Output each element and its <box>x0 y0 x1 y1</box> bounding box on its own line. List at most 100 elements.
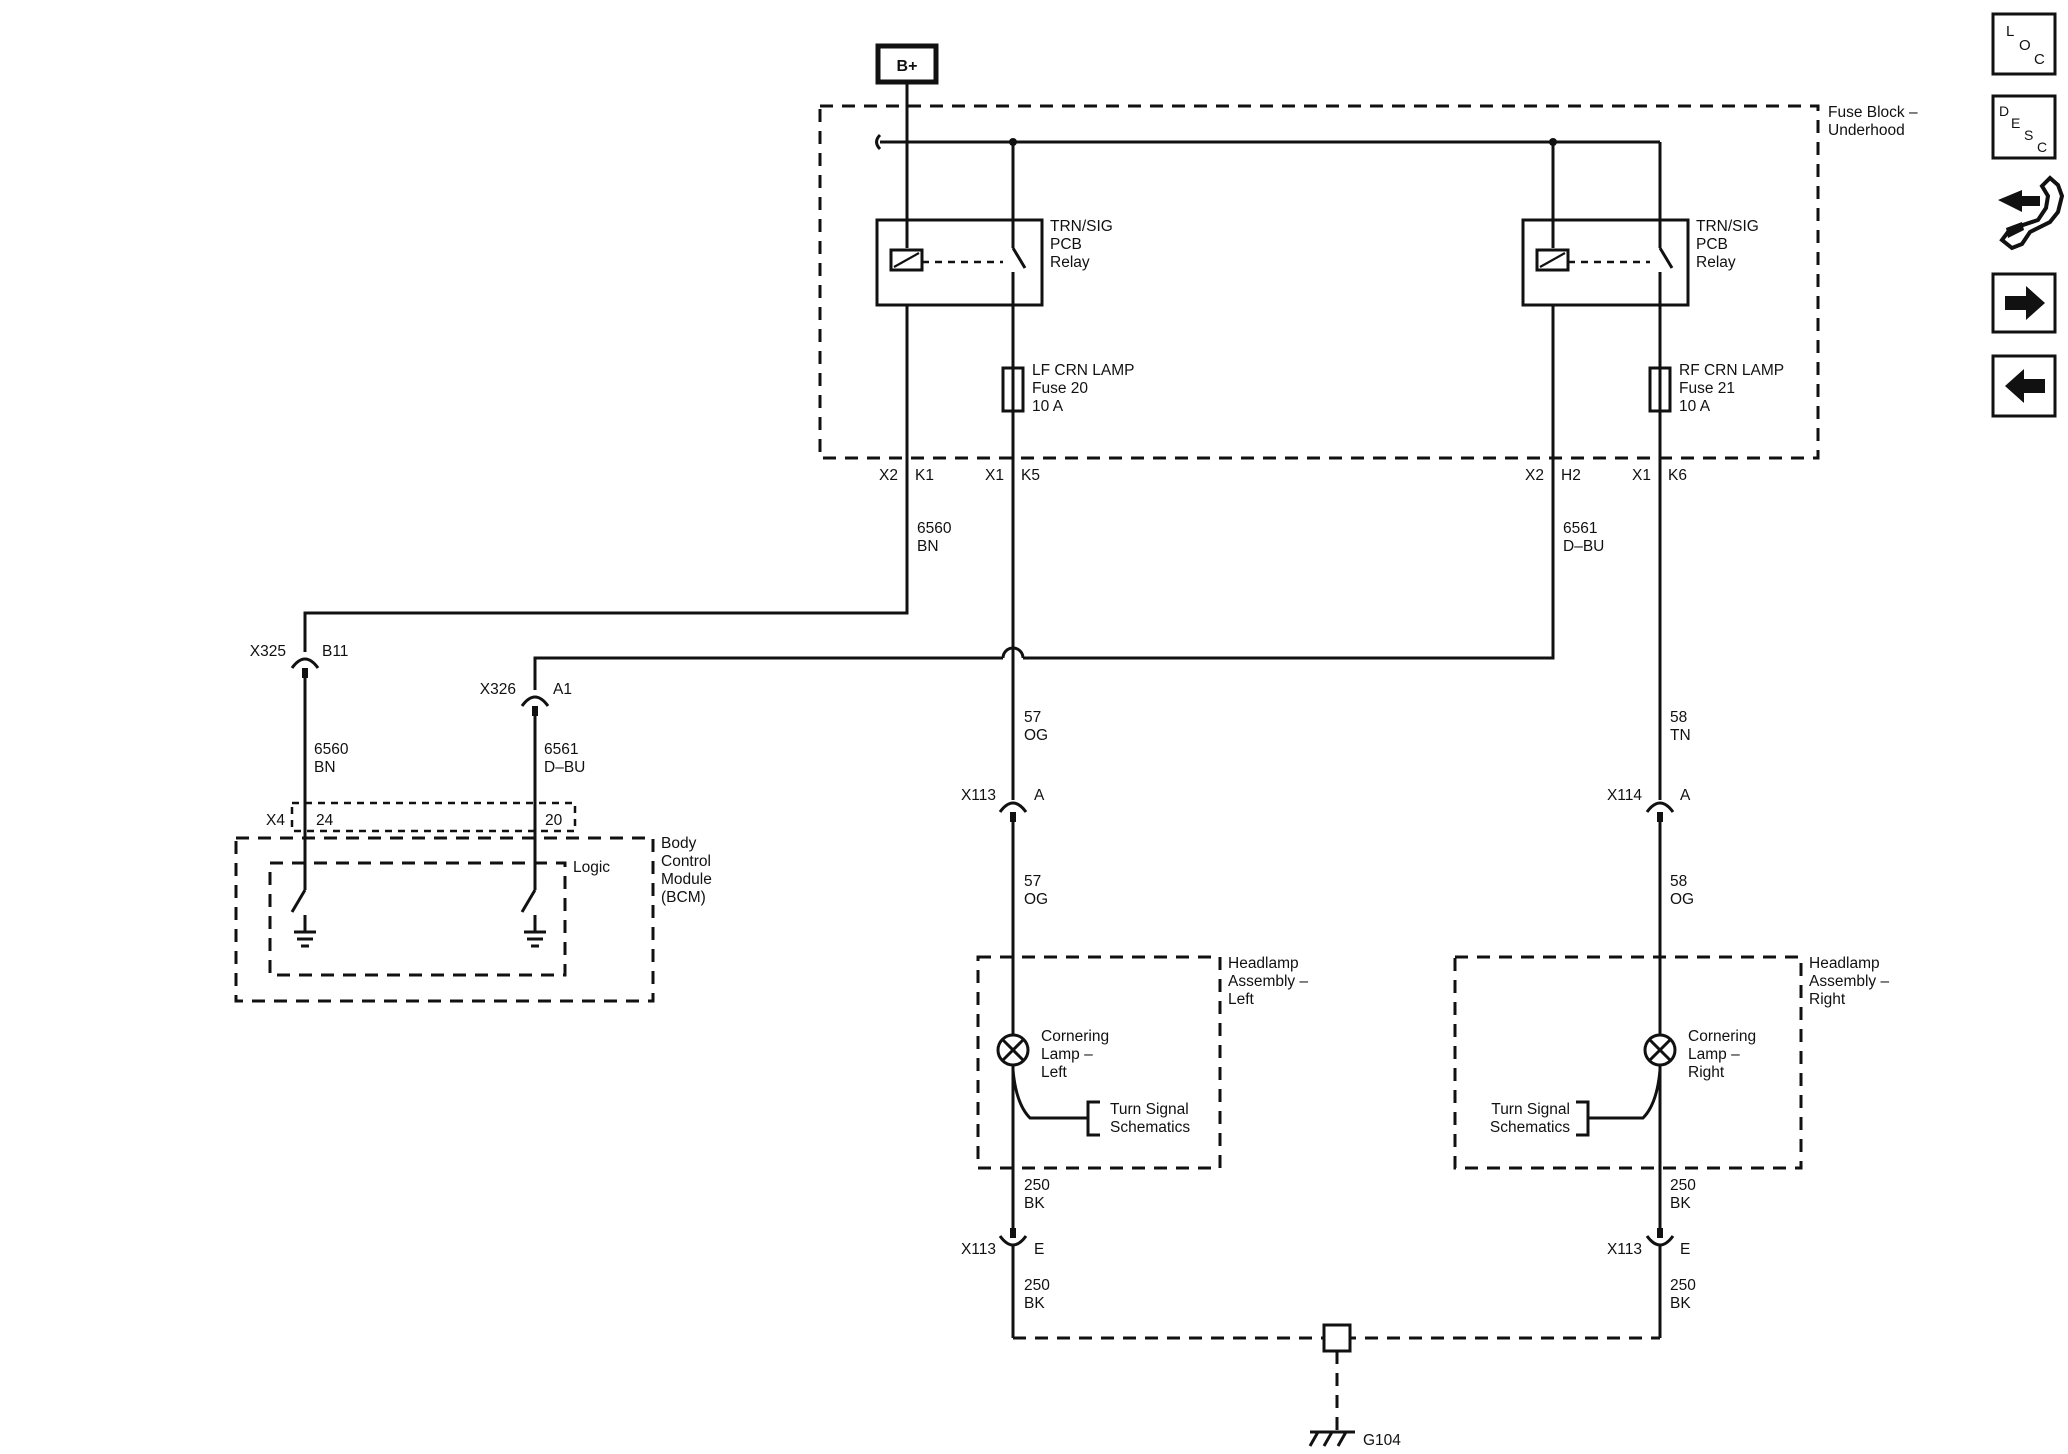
turn-signal-ref-left-line2: Schematics <box>1110 1119 1190 1136</box>
connector-wrench-icon <box>1998 175 2065 251</box>
wire-250-left-upper-number: 250 <box>1024 1177 1050 1194</box>
bcm-logic-label: Logic <box>573 859 610 876</box>
connector-x326-icon <box>520 695 550 870</box>
wire-6561-color: D–BU <box>1563 538 1604 555</box>
relay-right-label-line2: PCB <box>1696 236 1728 253</box>
relay-left-label-line3: Relay <box>1050 254 1090 271</box>
connector-x113-top-icon <box>998 801 1028 822</box>
wire-250-right-upper-color: BK <box>1670 1195 1691 1212</box>
bcm-switch-20-icon <box>520 870 546 948</box>
wire-57-lower-color: OG <box>1024 891 1048 908</box>
wire-58-lower-number: 58 <box>1670 873 1687 890</box>
svg-text:C: C <box>2037 139 2047 155</box>
turn-signal-ref-left-line1: Turn Signal <box>1110 1101 1189 1118</box>
cornering-lamp-right-line1: Cornering <box>1688 1028 1756 1045</box>
headlamp-left-label-line1: Headlamp <box>1228 955 1299 972</box>
bcm-label-line3: Module <box>661 871 712 888</box>
headlamp-right-outline <box>1453 955 1803 1170</box>
bcm-switch-24-icon <box>290 870 316 948</box>
arrow-left-icon <box>2005 369 2045 403</box>
fuse-left-label-line3: 10 A <box>1032 398 1064 415</box>
pin-k6: K6 <box>1668 467 1687 484</box>
fuse-left-label-line2: Fuse 20 <box>1032 380 1088 397</box>
bcm-connector-x4-outline <box>290 801 577 833</box>
svg-text:E: E <box>2011 115 2020 131</box>
relay-left-switch-icon <box>1011 247 1027 269</box>
headlamp-right-label-line3: Right <box>1809 991 1846 1008</box>
turn-signal-ref-right-bracket <box>1576 1100 1590 1137</box>
connector-x114-top-label: X114 <box>1607 787 1642 804</box>
connector-x114-top-icon <box>1645 801 1675 822</box>
bcm-label-line1: Body <box>661 835 697 852</box>
pin-k5: K5 <box>1021 467 1040 484</box>
bcm-label-line4: (BCM) <box>661 889 706 906</box>
cornering-lamp-left-line1: Cornering <box>1041 1028 1109 1045</box>
wire-crossover-hop <box>875 133 882 151</box>
ground-g104-label: G104 <box>1363 1432 1401 1449</box>
connector-x114-top-pin: A <box>1680 787 1691 804</box>
relay-right-label-line1: TRN/SIG <box>1696 218 1759 235</box>
svg-text:C: C <box>2034 51 2045 68</box>
fuse-right-label-line2: Fuse 21 <box>1679 380 1735 397</box>
svg-text:D: D <box>1999 103 2009 119</box>
wire-57-lower-number: 57 <box>1024 873 1041 890</box>
fuse-block-label-line1: Fuse Block – <box>1828 104 1918 121</box>
pin-x2-right: X2 <box>1525 467 1544 484</box>
cornering-lamp-left-line2: Lamp – <box>1041 1046 1093 1063</box>
ground-icon <box>1308 1430 1355 1447</box>
relay-right-switch-icon <box>1658 247 1674 269</box>
fuse-left-icon <box>1001 305 1025 458</box>
wire-6561-number: 6561 <box>1563 520 1597 537</box>
location-button[interactable]: L O C <box>1991 12 2057 76</box>
svg-text:L: L <box>2006 23 2014 40</box>
connector-x326-label: X326 <box>480 681 516 698</box>
bcm-outline <box>234 836 655 1003</box>
wire-6561-left <box>533 656 1003 690</box>
bcm-label-line2: Control <box>661 853 711 870</box>
headlamp-left-outline <box>976 955 1222 1170</box>
description-button[interactable]: D E S C <box>1991 94 2057 160</box>
fuse-right-icon <box>1648 305 1672 458</box>
wire-250-right-lower-color: BK <box>1670 1295 1691 1312</box>
battery-positive-box: B+ <box>875 43 939 85</box>
wire-57-upper-number: 57 <box>1024 709 1041 726</box>
connector-x113-left-bottom-pin: E <box>1034 1241 1044 1258</box>
connector-x113-left-bottom-icon <box>998 1228 1028 1338</box>
relay-right <box>1521 142 1690 307</box>
wire-250-right-upper-number: 250 <box>1670 1177 1696 1194</box>
pin-x2-left: X2 <box>879 467 898 484</box>
relay-right-label-line3: Relay <box>1696 254 1736 271</box>
svg-text:S: S <box>2024 127 2033 143</box>
turn-signal-ref-right-line1: Turn Signal <box>1491 1101 1570 1118</box>
turn-signal-ref-right-line2: Schematics <box>1490 1119 1570 1136</box>
fuse-block-outline <box>818 104 1820 460</box>
wire-58-lower-color: OG <box>1670 891 1694 908</box>
wire-250-left-upper-color: BK <box>1024 1195 1045 1212</box>
wire-250-left-lower-number: 250 <box>1024 1277 1050 1294</box>
wire-6560-bcm-color: BN <box>314 759 336 776</box>
cornering-lamp-left-line3: Left <box>1041 1064 1068 1081</box>
wire-6560-color: BN <box>917 538 939 555</box>
connector-repair-button[interactable] <box>1998 175 2065 251</box>
bcm-pin-20: 20 <box>545 812 563 829</box>
pin-k1: K1 <box>915 467 934 484</box>
pin-x1-right: X1 <box>1632 467 1651 484</box>
wire-6560-number: 6560 <box>917 520 952 537</box>
relay-left-label-line1: TRN/SIG <box>1050 218 1113 235</box>
relay-left <box>875 142 1044 307</box>
next-page-button[interactable] <box>1991 272 2057 334</box>
connector-x113-left-bottom-label: X113 <box>961 1241 996 1258</box>
battery-positive-label: B+ <box>897 58 918 75</box>
wire-6560 <box>303 458 909 652</box>
connector-x325-pin: B11 <box>322 643 348 660</box>
wire-58-upper-color: TN <box>1670 727 1691 744</box>
wire-6561-bcm-number: 6561 <box>544 741 578 758</box>
relay-left-label-line2: PCB <box>1050 236 1082 253</box>
fuse-left-label-line1: LF CRN LAMP <box>1032 362 1135 379</box>
cornering-lamp-right-line2: Lamp – <box>1688 1046 1740 1063</box>
previous-page-button[interactable] <box>1991 354 2057 418</box>
wire-6561-right <box>1023 458 1555 660</box>
cornering-lamp-right-icon <box>1588 1033 1677 1120</box>
wire-58-upper-number: 58 <box>1670 709 1687 726</box>
